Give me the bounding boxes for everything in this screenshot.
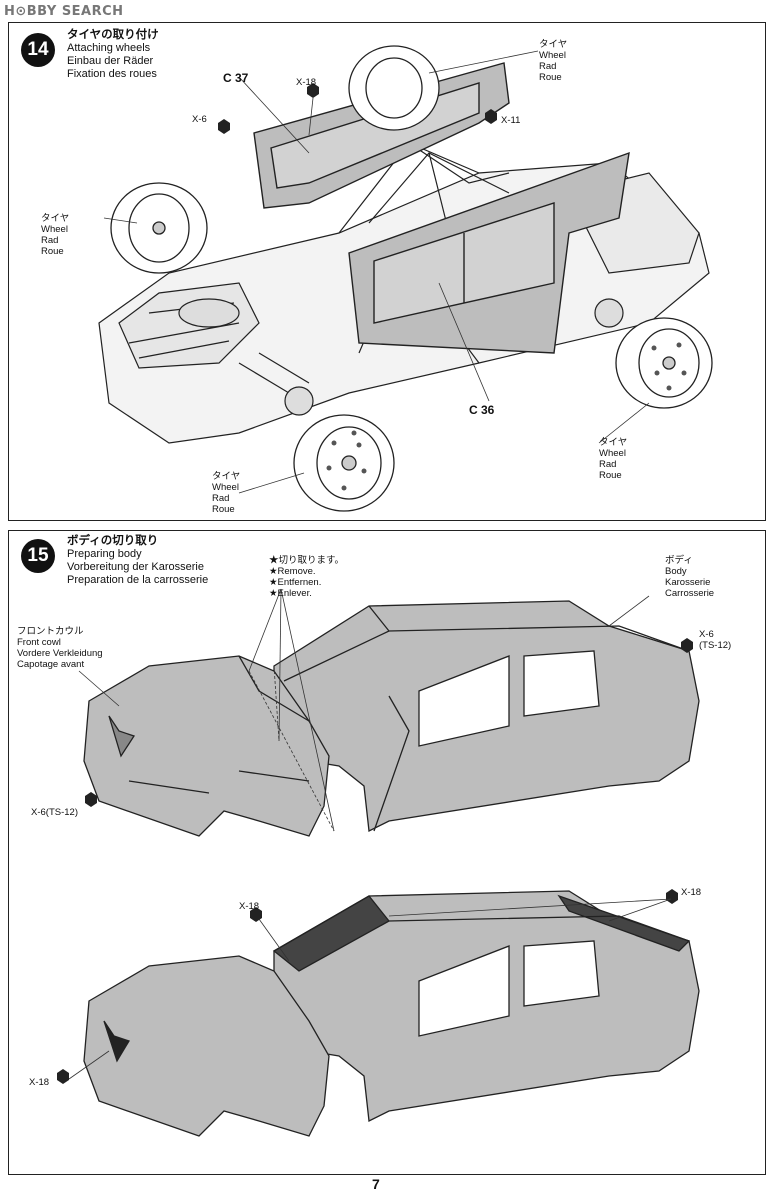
screw-x18-label: X-18 xyxy=(296,77,317,88)
step-15-panel: 15 ボディの切り取り Preparing body Vorbereitung … xyxy=(8,530,766,1175)
step-14-badge: 14 xyxy=(21,33,55,67)
screw-x11-label: X-11 xyxy=(501,115,521,126)
title-en: Preparing body xyxy=(67,548,142,560)
screw-x6-label: X-6 xyxy=(192,114,207,125)
title-jp: タイヤの取り付け xyxy=(67,29,159,41)
screw-x18-label-top: X-18 xyxy=(239,901,260,912)
paint-x6-ts12-label: X-6(TS-12) xyxy=(31,807,78,818)
title-fr: Fixation des roues xyxy=(67,68,157,80)
screw-x18-label-left: X-18 xyxy=(29,1077,50,1088)
screw-x18-label-right: X-18 xyxy=(681,887,702,898)
paint-x6-label: X-6(TS-12) xyxy=(699,629,732,651)
title-jp: ボディの切り取り xyxy=(67,535,159,547)
title-fr: Preparation de la carrosserie xyxy=(67,574,209,586)
step-15-badge: 15 xyxy=(21,539,55,573)
watermark: H⊙BBY SEARCH xyxy=(4,4,124,19)
remove-note: ★切り取ります。★Remove. ★Entfernen.★Enlever. xyxy=(269,555,345,599)
part-c37-label: C 37 xyxy=(223,71,249,85)
part-c36-label: C 36 xyxy=(469,403,495,417)
step-14-title: タイヤの取り付け Attaching wheels Einbau der Räd… xyxy=(67,29,159,81)
chassis-wheel-illustration xyxy=(98,45,713,512)
title-en: Attaching wheels xyxy=(67,42,151,54)
step-14-panel: 14 タイヤの取り付け Attaching wheels Einbau der … xyxy=(8,22,766,521)
title-de: Einbau der Räder xyxy=(67,55,154,67)
body-illustration xyxy=(57,588,700,1137)
page-number: 7 xyxy=(372,1176,380,1192)
title-de: Vorbereitung der Karosserie xyxy=(67,561,204,573)
step-15-title: ボディの切り取り Preparing body Vorbereitung der… xyxy=(67,535,208,587)
